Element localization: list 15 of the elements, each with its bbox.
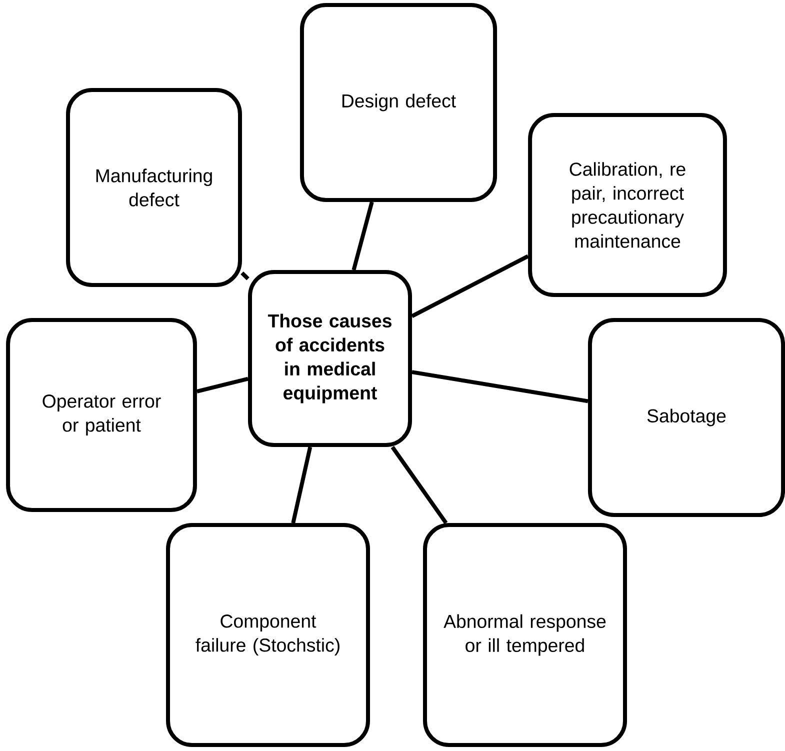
connector-line	[352, 201, 374, 270]
cause-box: Calibration, re pair, incorrect precautionary maintenance	[528, 113, 727, 297]
cause-box: Operator error or patient	[6, 318, 197, 512]
cause-box: Manufacturing defect	[66, 88, 242, 287]
connector-line	[291, 446, 312, 524]
connector-line	[390, 446, 448, 524]
connector-line	[240, 272, 250, 280]
connector-line	[411, 254, 529, 318]
cause-box: Abnormal response or ill tempered	[423, 523, 627, 747]
connector-line	[196, 376, 248, 394]
cause-box: Design defect	[300, 3, 498, 202]
connector-line	[412, 370, 588, 404]
cause-box: Component failure (Stochstic)	[166, 523, 370, 747]
cause-box: Sabotage	[588, 318, 785, 517]
cause-box: Those causes of accidents in medical equipment	[248, 270, 412, 448]
